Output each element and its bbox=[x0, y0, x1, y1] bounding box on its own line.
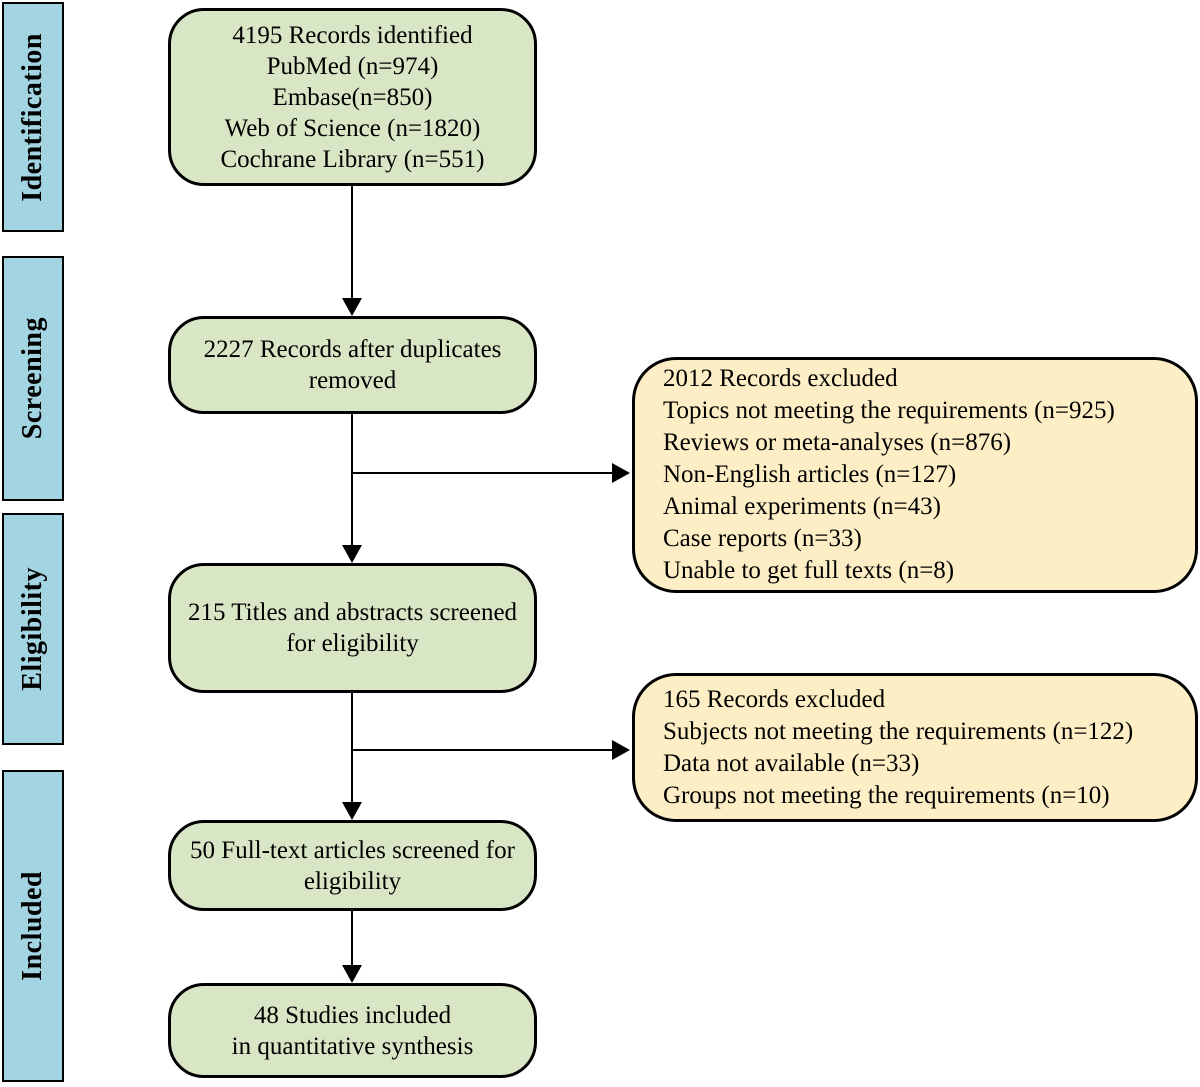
exclusion-line: Non-English articles (n=127) bbox=[663, 461, 957, 488]
flow-box-line: removed bbox=[308, 367, 397, 394]
exclusion-line: Unable to get full texts (n=8) bbox=[663, 557, 955, 584]
flow-box-full-text: 50 Full-text articles screened for eligi… bbox=[168, 820, 537, 911]
stage-bar-eligibility: Eligibility bbox=[2, 513, 64, 745]
arrow-down-icon bbox=[342, 965, 362, 983]
exclusion-line: Groups not meeting the requirements (n=1… bbox=[663, 781, 1110, 809]
flow-box-line: 48 Studies included bbox=[253, 1001, 452, 1029]
exclusion-line: Subjects not meeting the requirements (n… bbox=[663, 717, 1134, 745]
connector-line bbox=[351, 911, 353, 968]
exclusion-line: Data not available (n=33) bbox=[663, 749, 920, 777]
stage-bar-screening: Screening bbox=[2, 256, 64, 501]
flow-box-included-studies: 48 Studies included in quantitative synt… bbox=[168, 983, 537, 1078]
connector-line bbox=[351, 472, 613, 474]
exclusion-box-screening: 2012 Records excluded Topics not meeting… bbox=[632, 357, 1198, 593]
flow-box-records-identified: 4195 Records identified PubMed (n=974) E… bbox=[168, 8, 537, 186]
flow-box-line: Cochrane Library (n=551) bbox=[220, 145, 485, 173]
arrow-right-icon bbox=[612, 463, 630, 483]
flow-box-after-duplicates: 2227 Records after duplicates removed bbox=[168, 316, 537, 414]
flow-box-line: 50 Full-text articles screened for bbox=[190, 836, 515, 864]
flow-box-line: 4195 Records identified bbox=[232, 21, 473, 49]
stage-label-included: Included bbox=[17, 871, 48, 981]
flow-box-line: eligibility bbox=[303, 867, 402, 895]
stage-bar-identification: Identification bbox=[2, 2, 64, 232]
stage-bar-included: Included bbox=[2, 770, 64, 1082]
flow-box-line: Web of Science (n=1820) bbox=[224, 114, 481, 142]
flow-box-titles-abstracts: 215 Titles and abstracts screened for el… bbox=[168, 563, 537, 693]
exclusion-line: 165 Records excluded bbox=[663, 685, 886, 713]
arrow-down-icon bbox=[342, 545, 362, 563]
exclusion-line: Case reports (n=33) bbox=[663, 525, 862, 552]
stage-label-identification: Identification bbox=[17, 32, 48, 202]
arrow-down-icon bbox=[342, 802, 362, 820]
exclusion-line: Animal experiments (n=43) bbox=[663, 493, 941, 520]
exclusion-box-eligibility: 165 Records excluded Subjects not meetin… bbox=[632, 673, 1198, 822]
connector-line bbox=[351, 186, 353, 300]
stage-label-eligibility: Eligibility bbox=[17, 567, 48, 691]
arrow-right-icon bbox=[612, 740, 630, 760]
exclusion-line: Reviews or meta-analyses (n=876) bbox=[663, 429, 1012, 456]
arrow-down-icon bbox=[342, 298, 362, 316]
flow-box-line: in quantitative synthesis bbox=[231, 1032, 474, 1060]
flow-box-line: for eligibility bbox=[286, 630, 419, 657]
exclusion-line: 2012 Records excluded bbox=[663, 365, 898, 392]
flow-box-line: Embase(n=850) bbox=[272, 83, 433, 111]
connector-line bbox=[351, 414, 353, 548]
flow-box-line: PubMed (n=974) bbox=[266, 52, 439, 80]
exclusion-line: Topics not meeting the requirements (n=9… bbox=[663, 397, 1115, 424]
flow-box-line: 2227 Records after duplicates bbox=[203, 336, 502, 363]
flow-box-line: 215 Titles and abstracts screened bbox=[187, 599, 518, 626]
stage-label-screening: Screening bbox=[17, 317, 48, 440]
connector-line bbox=[351, 749, 613, 751]
